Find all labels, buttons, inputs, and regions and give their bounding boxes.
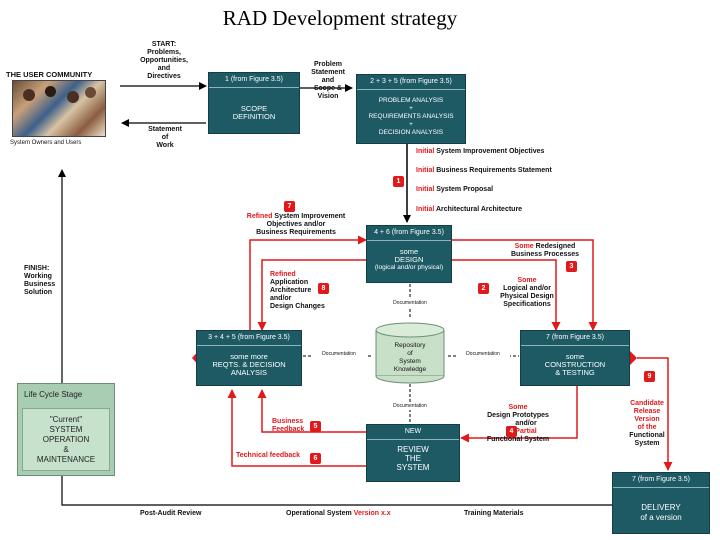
candidate-flow <box>637 357 673 471</box>
documentation-label-bottom: Documentation <box>380 402 440 410</box>
system-owners-caption: System Owners and Users <box>10 140 82 146</box>
technical-feedback-flow <box>227 389 366 467</box>
initial-item-1: Initial System Improvement Objectives <box>416 148 545 155</box>
refined-arch-flow <box>257 259 366 331</box>
operational-system-label: Operational System Version x.x <box>286 510 391 517</box>
users-photo <box>12 80 106 137</box>
construction-box-header: 7 (from Figure 3.5) <box>521 331 629 346</box>
initial-item-3: Initial System Proposal <box>416 186 494 193</box>
badge-2: 2 <box>478 283 489 294</box>
redesigned-flow <box>451 239 598 331</box>
badge-8: 8 <box>318 283 329 294</box>
page-title: RAD Development strategy <box>222 6 458 30</box>
post-audit-label: Post-Audit Review <box>140 510 202 517</box>
reqts-box-header: 3 + 4 + 5 (from Figure 3.5) <box>197 331 301 346</box>
review-box-header: NEW <box>367 425 459 440</box>
refined-objectives-label: Refined System Improvement Objectives an… <box>246 213 346 236</box>
delivery-box-header: 7 (from Figure 3.5) <box>613 473 709 488</box>
training-materials-label: Training Materials <box>464 510 524 517</box>
design-box-header: 4 + 6 (from Figure 3.5) <box>367 226 451 241</box>
return-loop <box>58 169 612 506</box>
prototypes-flow <box>460 386 578 443</box>
repository-body <box>375 329 445 377</box>
business-feedback-flow <box>257 389 366 433</box>
badge-3: 3 <box>566 261 577 272</box>
life-cycle-header: Life Cycle Stage <box>24 390 83 399</box>
badge-1: 1 <box>393 176 404 187</box>
initial-item-4: Initial Architectural Architecture <box>416 206 523 213</box>
technical-feedback-label: Technical feedback <box>236 452 301 459</box>
documentation-label-right: Documentation <box>456 350 510 358</box>
user-community-heading: THE USER COMMUNITY <box>6 70 93 79</box>
initial-item-2: Initial Business Requirements Statement <box>416 167 552 174</box>
prototypes-label: Some Design Prototypes and/or Partial Fu… <box>486 404 550 443</box>
scope-box-header: 1 (from Figure 3.5) <box>209 73 299 88</box>
documentation-label-left: Documentation <box>312 350 366 358</box>
analysis-box-header: 2 + 3 + 5 (from Figure 3.5) <box>357 75 465 90</box>
analysis-box[interactable]: 2 + 3 + 5 (from Figure 3.5) PROBLEM ANAL… <box>356 74 466 144</box>
badge-5: 5 <box>310 421 321 432</box>
badge-9: 9 <box>644 371 655 382</box>
badge-6: 6 <box>310 453 321 464</box>
refined-objectives-flow <box>249 235 367 345</box>
badge-7: 7 <box>284 201 295 212</box>
scope-box-title: SCOPE <box>240 104 268 113</box>
logical-design-flow <box>451 259 561 331</box>
badge-4: 4 <box>506 426 517 437</box>
redesigned-label: Some Redesigned Business Processes <box>510 243 580 258</box>
documentation-label-top: Documentation <box>380 299 440 307</box>
